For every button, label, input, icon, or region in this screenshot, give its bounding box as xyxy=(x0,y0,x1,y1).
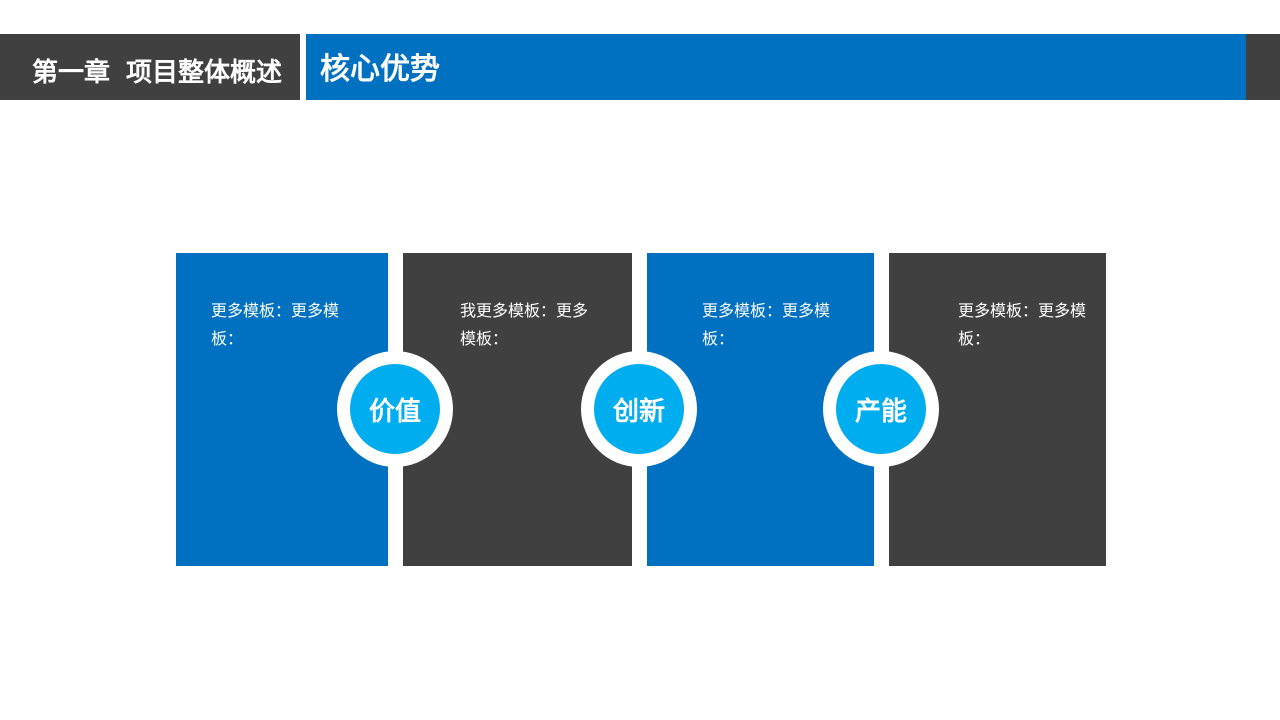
badge-capacity: 产能 xyxy=(823,351,939,467)
badge-circle: 产能 xyxy=(836,364,926,454)
badge-circle: 创新 xyxy=(594,364,684,454)
panel-text: 更多模板：更多模板： xyxy=(211,301,340,348)
badge-label: 价值 xyxy=(368,396,421,427)
header-chapter-block xyxy=(0,34,300,100)
chapter-title: 第一章项目整体概述 xyxy=(32,34,282,100)
badge-circle: 价值 xyxy=(350,364,440,454)
chapter-name: 项目整体概述 xyxy=(126,58,283,88)
chapter-number: 第一章 xyxy=(32,58,111,88)
header-end-block xyxy=(1246,34,1280,100)
badge-innovation: 创新 xyxy=(581,351,697,467)
panel-text: 更多模板：更多模板： xyxy=(702,301,831,348)
badge-label: 产能 xyxy=(854,396,907,427)
panel-text: 我更多模板：更多模板： xyxy=(460,301,589,348)
panel-text: 更多模板：更多模板： xyxy=(958,301,1087,348)
header-section-block xyxy=(306,34,1246,100)
section-title: 核心优势 xyxy=(320,52,440,87)
badge-value: 价值 xyxy=(337,351,453,467)
badge-label: 创新 xyxy=(612,396,665,427)
